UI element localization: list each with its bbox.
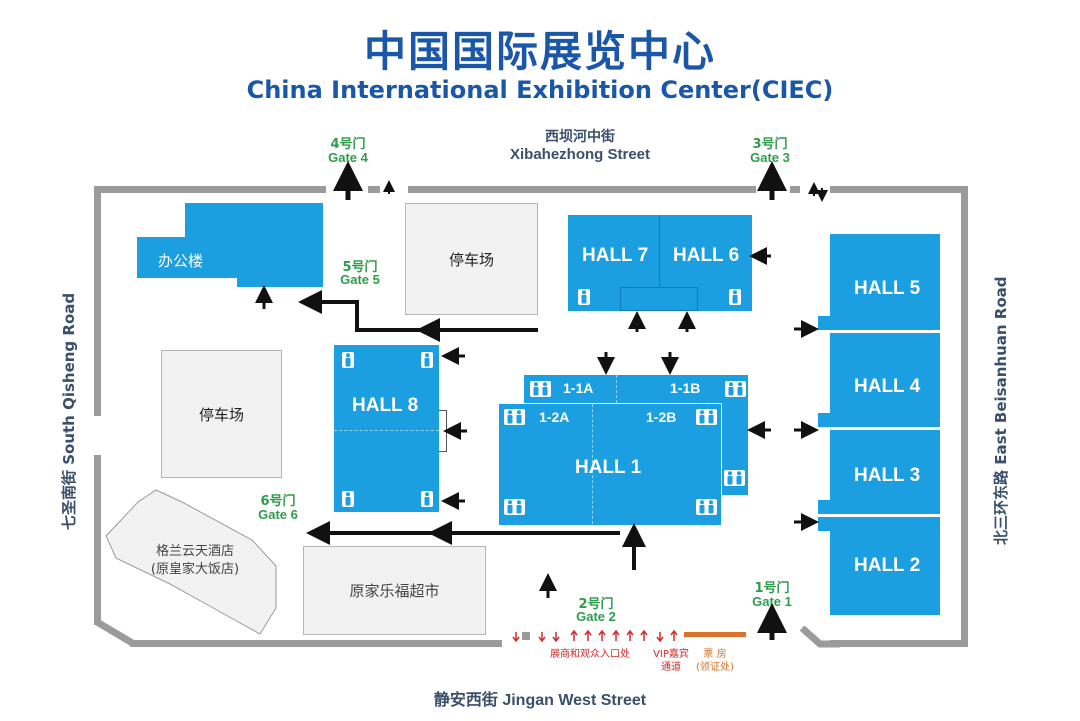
hall-7-6-connector [620,287,698,311]
parking-label: 停车场 [198,405,244,424]
parking-lot-north: 停车场 [405,203,538,315]
hall-6-label: HALL 6 [673,245,740,266]
supermarket-label: 原家乐福超市 [349,582,440,600]
restroom-icon [733,470,745,486]
hall-3-tab [818,500,832,514]
hall-7-6-building[interactable] [568,215,752,311]
hall-3[interactable] [830,430,940,514]
hall-2-tab [818,517,832,531]
restroom-icon [705,499,717,515]
hall-4-tab [818,413,832,427]
restroom-icon [342,352,354,368]
ticket-office-label: 票 房 [703,649,727,660]
restroom-icon [342,491,354,507]
ticket-office-sublabel: (领证处) [696,662,734,673]
gate-3-cn: 3号门 [752,137,788,152]
boundary-corner [800,626,840,648]
hall-1-2a-label: 1-2A [539,409,570,425]
hall-4[interactable] [830,333,940,427]
street-north-cn: 西坝河中街 [545,129,615,145]
gate-4-cn: 4号门 [330,137,366,152]
street-north-en: Xibahezhong Street [509,146,651,163]
gate-2-en: Gate 2 [576,609,616,624]
hall-8[interactable] [334,345,439,512]
hotel-label: 格兰云天酒店 [155,544,234,559]
page-subtitle: China International Exhibition Center(CI… [246,76,834,104]
exhibitor-entrance-label: 展商和观众入口处 [550,649,630,660]
hall-1-label: HALL 1 [575,457,642,478]
restroom-icon [513,499,525,515]
hall-1-1a-label: 1-1A [563,380,594,396]
hall-8-label: HALL 8 [352,395,419,416]
boundary-corner [94,610,136,648]
gate-6-en: Gate 6 [258,507,298,522]
hotel-building [105,489,277,635]
vip-entrance-label: VIP嘉宾 [653,649,689,660]
gate-5-en: Gate 5 [340,272,380,287]
hall-4-label: HALL 4 [854,376,921,397]
hall-7-label: HALL 7 [582,245,649,266]
hall-5-label: HALL 5 [854,278,921,299]
hall-2[interactable] [830,517,940,615]
vip-entrance-sublabel: 通道 [661,662,681,673]
restroom-icon [539,381,551,397]
gate-6-cn: 6号门 [260,494,296,509]
gate-5-cn: 5号门 [342,260,378,275]
hall-5-tab [818,316,832,330]
office-building [137,203,323,287]
hotel-sublabel: (原皇家大饭店) [150,562,240,577]
hall-3-label: HALL 3 [854,465,921,486]
parking-lot-west: 停车场 [161,350,282,478]
hall-1-1b-label: 1-1B [670,380,701,396]
hall-1-2b-label: 1-2B [646,409,677,425]
parking-label: 停车场 [448,250,494,269]
gate-1-cn: 1号门 [754,581,790,596]
hall-5[interactable] [830,234,940,330]
hall-divider [334,430,439,431]
gate-2-cn: 2号门 [578,597,614,612]
restroom-icon [421,491,433,507]
restroom-icon [578,289,590,305]
restroom-icon [705,409,717,425]
hall-divider [616,375,617,403]
page-title: 中国国际展览中心 [363,27,716,76]
hall-divider [659,215,660,287]
office-label: 办公楼 [158,252,204,270]
hall-divider [592,404,593,524]
hall-2-label: HALL 2 [854,555,921,576]
restroom-icon [513,409,525,425]
street-south: 静安西街 Jingan West Street [433,692,647,709]
restroom-icon [734,381,746,397]
restroom-icon [421,352,433,368]
restroom-icon [729,289,741,305]
supermarket-building: 原家乐福超市 [303,546,486,635]
hall-1-2[interactable] [498,403,722,526]
